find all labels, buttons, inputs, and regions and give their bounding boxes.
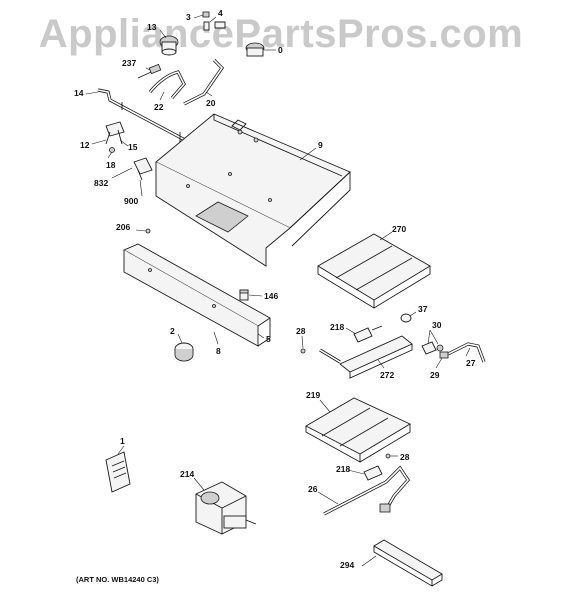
- part-5-trim: [122, 243, 271, 347]
- label-15: 15: [128, 142, 138, 152]
- label-1: 1: [120, 436, 125, 446]
- part-219-shield: [305, 397, 411, 463]
- label-219: 219: [306, 390, 320, 400]
- part-13-valve: [159, 35, 179, 56]
- label-26: 26: [308, 484, 318, 494]
- label-22: 22: [154, 102, 164, 112]
- label-2: 2: [170, 326, 175, 336]
- label-294: 294: [340, 560, 354, 570]
- label-4: 4: [218, 8, 223, 18]
- part-30-fitting: [421, 341, 444, 355]
- label-12: 12: [80, 140, 90, 150]
- part-37-cap: [400, 313, 412, 323]
- label-37: 37: [418, 304, 428, 314]
- part-labels: 3 4 13 0 237 22 20 14 12 15 18 832 900 9…: [74, 8, 476, 570]
- label-18: 18: [106, 160, 116, 170]
- part-20-tube: [183, 58, 225, 106]
- part-2-knob: [174, 342, 194, 362]
- part-218-orifice-upper: [353, 325, 383, 343]
- part-214-regulator: [195, 481, 257, 535]
- label-0: 0: [278, 45, 283, 55]
- leader-lines: [85, 14, 471, 567]
- part-9-burner-box: [155, 113, 351, 267]
- label-14: 14: [74, 88, 84, 98]
- label-272: 272: [380, 370, 394, 380]
- part-3-4-hardware: [202, 11, 226, 31]
- part-218-orifice-lower: [363, 465, 383, 481]
- label-900: 900: [124, 196, 138, 206]
- label-9: 9: [318, 140, 323, 150]
- label-30: 30: [432, 320, 442, 330]
- label-206: 206: [116, 222, 130, 232]
- part-146-clip: [239, 289, 249, 301]
- part-15-bracket: [105, 121, 125, 153]
- label-214: 214: [180, 469, 194, 479]
- label-832: 832: [94, 178, 108, 188]
- part-27-tube: [439, 342, 486, 363]
- part-900-clip: [133, 157, 153, 181]
- label-20: 20: [206, 98, 216, 108]
- part-1-booklet: [105, 451, 131, 493]
- label-27: 27: [466, 358, 476, 368]
- label-8: 8: [216, 346, 221, 356]
- art-number: (ART NO. WB14240 C3): [76, 575, 159, 584]
- label-28-lower: 28: [400, 452, 410, 462]
- label-146: 146: [264, 291, 278, 301]
- part-22-tube: [148, 70, 186, 100]
- label-13: 13: [147, 22, 157, 32]
- part-26-burner-tube: [323, 465, 411, 516]
- label-218-lower: 218: [336, 464, 350, 474]
- part-237-fitting: [137, 63, 162, 79]
- label-3: 3: [186, 12, 191, 22]
- label-270: 270: [392, 224, 406, 234]
- label-28-upper: 28: [296, 326, 306, 336]
- label-29: 29: [430, 370, 440, 380]
- part-10-switch: [245, 42, 265, 57]
- label-237: 237: [122, 58, 136, 68]
- part-206-screw: [145, 228, 151, 234]
- label-218-upper: 218: [330, 322, 344, 332]
- label-5: 5: [266, 334, 271, 344]
- part-28-screw-lower: [385, 453, 391, 459]
- part-294-strip: [373, 539, 443, 587]
- part-270-shield: [317, 233, 431, 309]
- part-272-burner: [319, 335, 413, 379]
- part-28-screw-upper: [300, 348, 306, 354]
